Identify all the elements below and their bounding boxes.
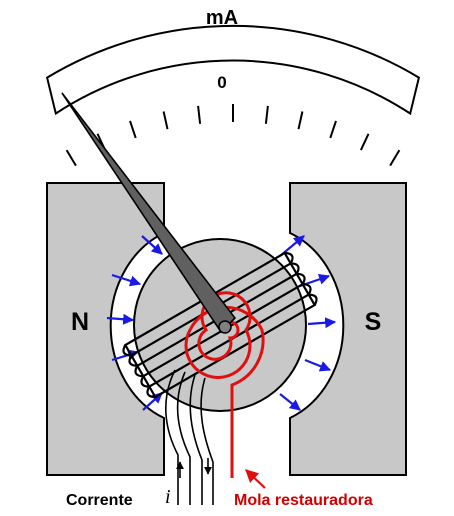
scale-zero-label: 0 [217, 73, 226, 92]
scale-tick [264, 105, 269, 124]
current-label: Corrente [66, 492, 133, 509]
scale-unit-label: mA [206, 7, 238, 29]
north-pole-label: N [71, 308, 89, 336]
scale-tick [65, 149, 77, 167]
scale-tick [329, 120, 337, 139]
scale-tick [297, 111, 304, 130]
south-pole-label: S [365, 308, 382, 336]
south-magnet: S [289, 182, 407, 476]
north-magnet: N [46, 182, 165, 476]
scale-tick [162, 111, 169, 130]
scale-ticks [65, 104, 401, 167]
magnetic-field-arrows [106, 235, 337, 411]
scale-arc-band [45, 24, 421, 116]
meter-scale: mA 0 [45, 7, 421, 167]
scale-tick [359, 133, 370, 151]
scale-tick [389, 149, 401, 167]
current-symbol: i [165, 486, 171, 508]
spring-label: Mola restauradora [234, 492, 373, 509]
restoring-spring [184, 291, 265, 478]
meter-pointer [61, 92, 237, 334]
current-direction-arrows [176, 458, 212, 478]
scale-tick [197, 105, 202, 124]
scale-tick [129, 120, 137, 139]
spring-pointer-arrow [245, 469, 266, 489]
